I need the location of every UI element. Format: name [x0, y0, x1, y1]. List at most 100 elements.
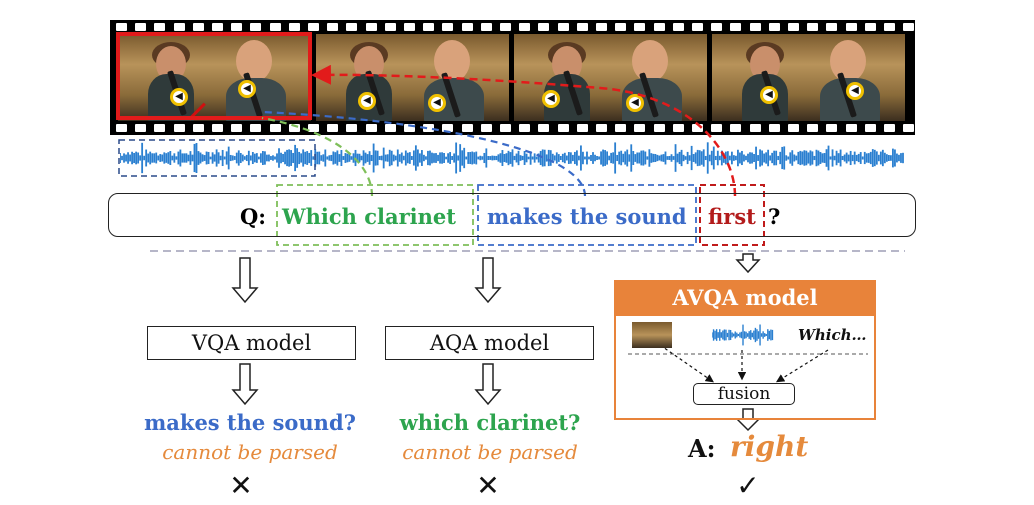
visual-link: [261, 116, 374, 197]
film-sprocket-hole: [461, 23, 473, 31]
film-sprocket-hole: [596, 23, 607, 31]
first-frame-highlight: [116, 32, 312, 120]
film-sprocket-hole: [404, 124, 415, 132]
film-sprocket-hole: [212, 124, 223, 132]
visual-part-box: [276, 184, 474, 246]
film-sprocket-hole: [864, 23, 876, 31]
film-sprocket-hole: [500, 124, 511, 132]
avqa-audio-thumbnail: [712, 324, 774, 346]
film-sprocket-hole: [557, 124, 569, 132]
film-sprocket-hole: [365, 124, 377, 132]
temporal-part-box: [699, 184, 765, 246]
speaker-icon: ◀: [428, 94, 446, 112]
film-sprocket-hole: [576, 23, 588, 31]
film-sprocket-hole: [346, 124, 358, 132]
question-suffix: ?: [768, 204, 781, 229]
film-sprocket-hole: [423, 23, 435, 31]
film-sprocket-hole: [365, 23, 377, 31]
film-sprocket-hole: [538, 23, 550, 31]
film-sprocket-hole: [884, 23, 895, 31]
film-sprocket-hole: [672, 124, 684, 132]
video-filmstrip: ◀◀ ◀◀ ◀◀ ◀◀: [110, 20, 915, 135]
film-sprocket-hole: [269, 23, 281, 31]
cross-icon: ✕: [229, 469, 253, 502]
frame-detail: [632, 40, 668, 82]
film-sprocket-hole: [634, 124, 646, 132]
film-sprocket-hole: [192, 23, 204, 31]
audio-waveform: [120, 142, 904, 174]
film-sprocket-hole: [845, 23, 857, 31]
film-sprocket-hole: [788, 23, 799, 31]
film-sprocket-hole: [308, 124, 319, 132]
film-sprocket-hole: [576, 124, 588, 132]
film-sprocket-hole: [557, 23, 569, 31]
film-sprocket-hole: [749, 124, 761, 132]
film-sprocket-hole: [250, 124, 262, 132]
video-frame-3: ◀◀: [514, 34, 707, 121]
film-sprocket-hole: [519, 23, 531, 31]
film-sprocket-hole: [442, 23, 454, 31]
film-sprocket-hole: [116, 23, 127, 31]
film-sprocket-hole: [192, 124, 204, 132]
speaker-icon: ◀: [170, 88, 188, 106]
film-sprocket-hole: [461, 124, 473, 132]
film-sprocket-hole: [672, 23, 684, 31]
film-sprocket-hole: [653, 23, 665, 31]
speaker-icon: ◀: [238, 80, 256, 98]
down-arrow-icon: [231, 363, 259, 406]
film-sprocket-hole: [423, 124, 435, 132]
film-sprocket-hole: [480, 124, 492, 132]
speaker-icon: ◀: [760, 86, 778, 104]
film-sprocket-hole: [154, 124, 166, 132]
film-sprocket-hole: [749, 23, 761, 31]
question-audio-part: makes the sound: [487, 204, 687, 229]
film-sprocket-hole: [845, 124, 857, 132]
answer-text: right: [730, 430, 809, 463]
speaker-icon: ◀: [358, 92, 376, 110]
film-sprocket-hole: [615, 23, 627, 31]
film-sprocket-hole: [212, 23, 223, 31]
film-sprocket-hole: [884, 124, 895, 132]
film-sprocket-hole: [788, 124, 799, 132]
film-sprocket-hole: [269, 124, 281, 132]
down-arrow-icon: [474, 363, 502, 406]
film-sprocket-hole: [538, 124, 550, 132]
speaker-icon: ◀: [626, 94, 644, 112]
frame-detail: [236, 40, 272, 82]
film-sprocket-hole: [327, 124, 339, 132]
avqa-title: AVQA model: [614, 280, 876, 316]
film-sprocket-hole: [308, 23, 319, 31]
film-sprocket-hole: [346, 23, 358, 31]
audio-link: [261, 110, 587, 197]
frame-detail: [830, 40, 866, 82]
film-sprocket-hole: [173, 23, 185, 31]
film-sprocket-hole: [135, 23, 147, 31]
fusion-box: fusion: [693, 383, 795, 405]
film-sprocket-hole: [730, 23, 742, 31]
film-sprocket-hole: [231, 124, 243, 132]
down-arrow-icon: [735, 253, 761, 274]
speaker-icon: ◀: [542, 90, 560, 108]
film-sprocket-hole: [384, 23, 396, 31]
film-sprocket-hole: [768, 23, 780, 31]
film-sprocket-hole: [826, 23, 838, 31]
film-sprocket-hole: [519, 124, 531, 132]
film-sprocket-hole: [288, 23, 300, 31]
film-sprocket-hole: [768, 124, 780, 132]
question-prefix: Q:: [240, 204, 267, 229]
film-sprocket-hole: [807, 124, 819, 132]
film-sprocket-hole: [154, 23, 166, 31]
vqa-note: cannot be parsed: [162, 440, 338, 464]
avqa-video-thumbnail: [632, 322, 672, 348]
temporal-link: [311, 64, 737, 197]
down-arrow-icon: [231, 257, 259, 304]
film-sprocket-hole: [903, 124, 915, 132]
film-sprocket-hole: [442, 124, 454, 132]
question-box: [108, 193, 916, 237]
film-sprocket-hole: [903, 23, 915, 31]
question-temporal-part: first: [708, 204, 756, 229]
question-visual-part: Which clarinet: [282, 204, 456, 229]
aqa-note: cannot be parsed: [402, 440, 578, 464]
video-frame-1: ◀◀: [118, 34, 311, 121]
